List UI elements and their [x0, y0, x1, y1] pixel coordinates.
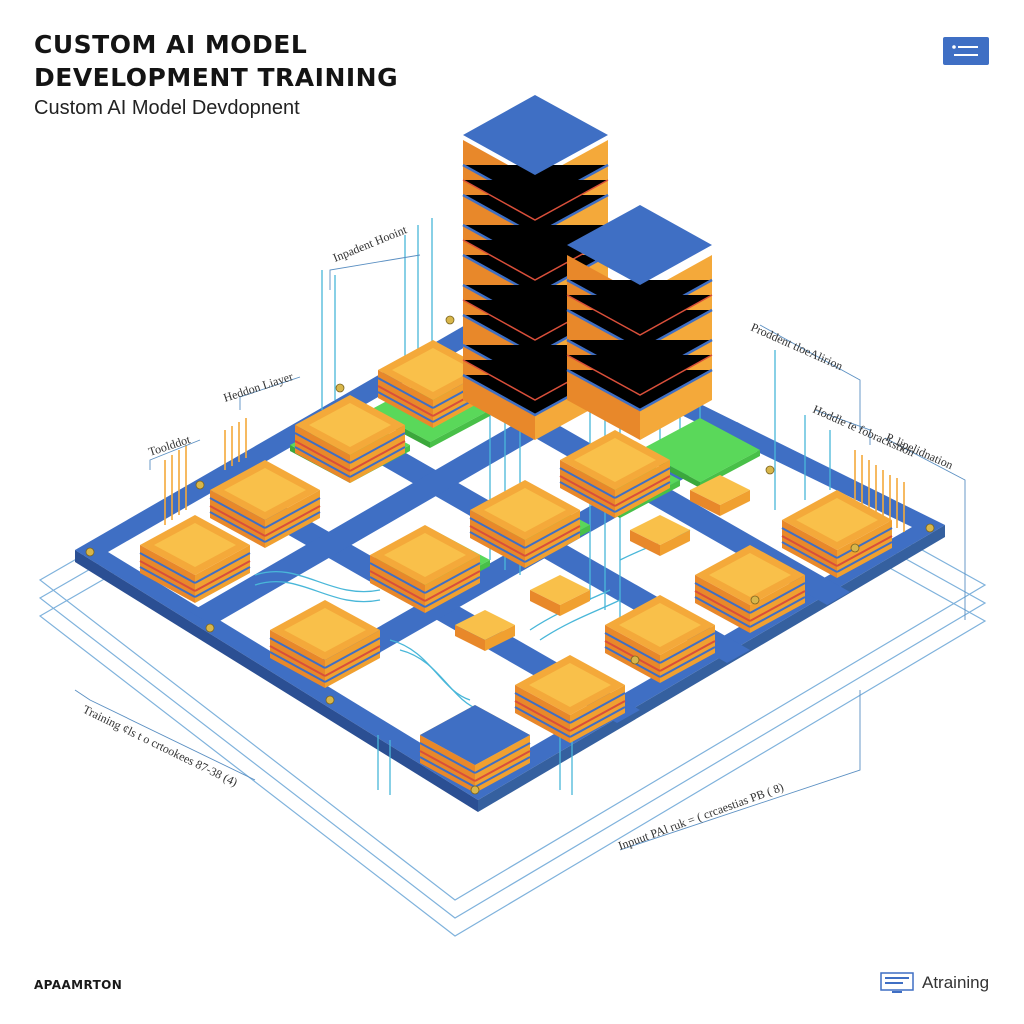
- callout-input-ratio-label: Inpuut PAl ruk = ( crcaestias PB ( 8): [616, 780, 785, 853]
- title-line-2: DEVELOPMENT TRAINING: [34, 63, 399, 92]
- orange-pins: [164, 418, 905, 532]
- title-line-1: CUSTOM AI MODEL: [34, 30, 308, 59]
- callout-handling-label: Hoddle te fobrackstion: [811, 402, 917, 460]
- blue-chip-top: [420, 705, 530, 765]
- footer-right-label: Atraining: [922, 973, 990, 992]
- menu-icon: [952, 45, 978, 56]
- callout-hidden-layer-label: Heddon Liayer: [222, 369, 295, 405]
- callout-leaders: [74, 254, 966, 851]
- footer-right-link[interactable]: Atraining: [880, 972, 989, 994]
- page-title: CUSTOM AI MODEL DEVELOPMENT TRAINING: [34, 28, 398, 94]
- page-subtitle: Custom AI Model Devdopnent: [34, 97, 300, 119]
- tower-right: [566, 205, 713, 440]
- menu-button[interactable]: [943, 37, 989, 65]
- monitor-icon: [880, 972, 914, 993]
- board-screws: [85, 315, 935, 795]
- footer-left-label: APAAMRTON: [34, 978, 123, 992]
- callout-prediction-label: Proddent tloeAlirion: [749, 320, 845, 373]
